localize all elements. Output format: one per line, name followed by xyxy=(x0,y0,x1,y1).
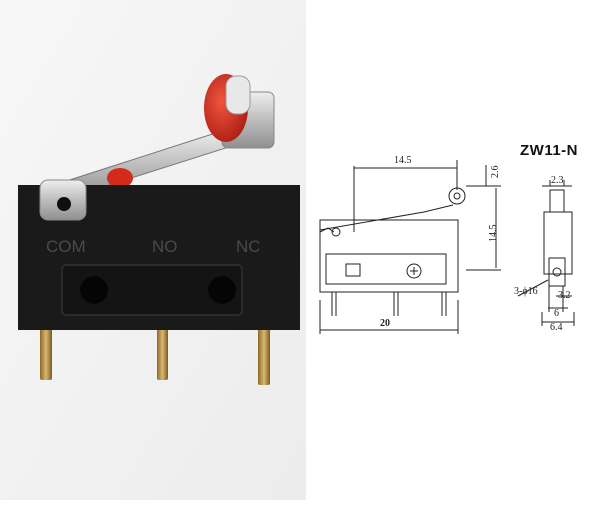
dim-height: 14.5 xyxy=(488,225,499,243)
technical-drawing: ZW11-N xyxy=(306,0,600,500)
dimension-lines xyxy=(319,160,501,334)
roller xyxy=(204,74,251,142)
end-view xyxy=(517,180,575,326)
dim-hole-offset: 3.2 xyxy=(558,290,571,301)
model-title: ZW11-N xyxy=(520,142,579,159)
side-view xyxy=(319,187,466,316)
label-nc: NC xyxy=(236,237,261,256)
dim-holes: 3-ϕ16 xyxy=(514,286,538,297)
dim-lever-to-roller: 14.5 xyxy=(394,155,412,166)
dim-body-length: 20 xyxy=(380,318,390,329)
terminal-pins xyxy=(40,325,270,385)
dim-pin-spacing: 6 xyxy=(554,308,559,319)
switch-photo: COM NO NC xyxy=(0,0,306,500)
label-no: NO xyxy=(152,237,178,256)
dim-body-width: 6.4 xyxy=(550,322,563,333)
dimension-labels: 14.5 2.6 14.5 20 2.3 3-ϕ16 3.2 6 6.4 xyxy=(380,155,571,333)
dim-roller-offset: 2.6 xyxy=(490,166,501,179)
lever-bracket xyxy=(39,179,87,221)
label-com: COM xyxy=(46,237,86,256)
plunger xyxy=(107,168,133,188)
dim-roller-width: 2.3 xyxy=(551,175,564,186)
